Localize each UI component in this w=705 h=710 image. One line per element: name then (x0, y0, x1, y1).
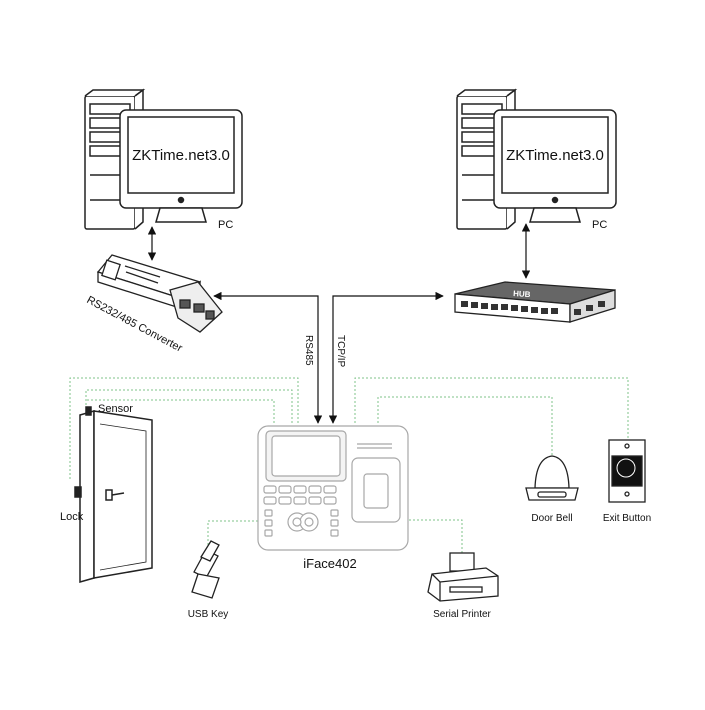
exit-button (608, 439, 646, 503)
pc-left: ZKTime.net3.0 PC (84, 88, 243, 231)
pc-left-screen-text: ZKTime.net3.0 (132, 147, 230, 164)
serial-printer-label: Serial Printer (433, 609, 491, 620)
usb-key-label: USB Key (188, 609, 229, 620)
exit-button-label: Exit Button (603, 513, 651, 524)
peripheral-wiring (69, 377, 629, 555)
terminal-label: iFace402 (303, 556, 356, 571)
connection-lines (147, 223, 531, 424)
network-hub (454, 281, 616, 323)
iface402-terminal (257, 425, 409, 551)
pc-right-screen-text: ZKTime.net3.0 (506, 147, 604, 164)
pc-right-label: PC (592, 219, 607, 231)
door-bell-label: Door Bell (531, 513, 572, 524)
pc-right: ZKTime.net3.0 PC (456, 88, 617, 231)
pc-right-monitor (493, 109, 617, 223)
pc-left-label: PC (218, 219, 233, 231)
lock-label: Lock (60, 511, 84, 523)
rs232-485-converter (96, 254, 223, 333)
hub-label: HUB (513, 289, 531, 299)
sensor-label: Sensor (98, 403, 133, 415)
door (74, 406, 153, 583)
serial-printer (427, 552, 499, 602)
rs485-label: RS485 (303, 335, 314, 366)
usb-key (191, 540, 220, 599)
door-bell (525, 455, 579, 501)
tcpip-label: TCP/IP (335, 335, 346, 368)
pc-left-monitor (119, 109, 243, 223)
